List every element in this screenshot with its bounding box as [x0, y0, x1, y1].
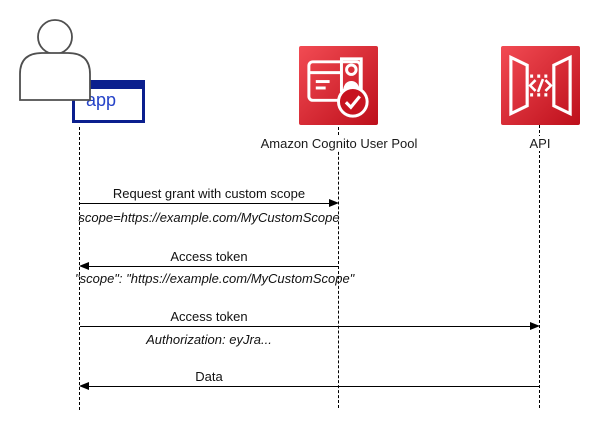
app-window: app [72, 80, 145, 123]
message-access-token-2-detail: Authorization: eyJra... [146, 332, 272, 347]
message-access-token-1-detail: "scope": "https://example.com/MyCustomSc… [75, 271, 355, 286]
arrow-head-right-icon [329, 199, 339, 207]
cognito-id-card-icon [299, 46, 378, 125]
message-request-grant-label: Request grant with custom scope [112, 186, 306, 201]
message-request-grant-detail: scope=https://example.com/MyCustomScope [78, 210, 340, 225]
app-window-titlebar [75, 83, 142, 89]
message-access-token-2-arrow [80, 326, 530, 327]
lifeline-cognito [338, 127, 339, 408]
message-data-arrow [89, 386, 539, 387]
lifeline-api [539, 125, 540, 408]
api-brackets-icon [501, 46, 580, 125]
arrow-head-left-icon [79, 262, 89, 270]
arrow-head-left-icon [79, 382, 89, 390]
cognito-label: Amazon Cognito User Pool [239, 136, 439, 151]
message-access-token-1-arrow [89, 266, 339, 267]
api-label: API [490, 136, 590, 151]
message-request-grant-arrow [80, 203, 330, 204]
arrow-head-right-icon [530, 322, 540, 330]
user-icon [19, 19, 91, 101]
message-access-token-1-label: Access token [170, 249, 248, 264]
app-label: app [86, 90, 117, 110]
message-access-token-2-label: Access token [170, 309, 248, 324]
message-data-label: Data [195, 369, 223, 384]
